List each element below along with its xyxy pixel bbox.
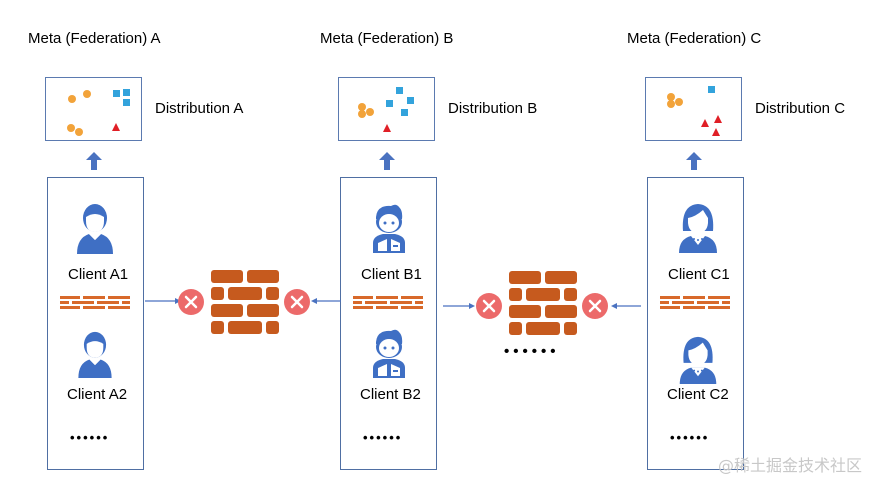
distribution-a-plot xyxy=(67,89,130,136)
orange-point xyxy=(675,98,683,106)
blocked-x-icon xyxy=(178,289,204,315)
blocked-x-icon xyxy=(476,293,502,319)
orange-point xyxy=(667,93,675,101)
left-arrow-icon xyxy=(311,298,341,304)
orange-point xyxy=(68,95,76,103)
blue-square-point xyxy=(113,90,120,97)
distribution-b-label: Distribution B xyxy=(448,100,538,117)
right-arrow-icon xyxy=(145,298,181,304)
blocked-x-icon xyxy=(284,289,310,315)
male-user-icon xyxy=(78,331,112,378)
client-label: Client C1 xyxy=(668,266,730,283)
distribution-b-box xyxy=(338,77,435,141)
small-firewall-icon xyxy=(60,296,130,309)
blocked-x-icon xyxy=(582,293,608,319)
distribution-c-label: Distribution C xyxy=(755,100,846,117)
red-triangle-point xyxy=(701,119,709,127)
male-user-icon xyxy=(77,204,113,254)
blue-square-point xyxy=(708,86,715,93)
orange-point xyxy=(358,110,366,118)
more-clients-ellipsis: •••••• xyxy=(363,430,403,445)
federation-c-title: Meta (Federation) C xyxy=(627,30,762,47)
female-user-icon xyxy=(679,336,717,384)
client-label: Client C2 xyxy=(667,386,729,403)
blue-square-point xyxy=(407,97,414,104)
small-firewall-icon xyxy=(353,296,423,309)
client-label: Client B2 xyxy=(360,386,421,403)
distribution-a-label: Distribution A xyxy=(155,100,244,117)
blue-square-point xyxy=(396,87,403,94)
distribution-c-box xyxy=(645,77,742,141)
up-arrow-icon xyxy=(86,152,102,170)
orange-point xyxy=(67,124,75,132)
federation-a-title: Meta (Federation) A xyxy=(28,30,161,47)
right-arrow-icon xyxy=(443,303,475,309)
boy-user-icon xyxy=(373,329,405,378)
more-federations-ellipsis: •••••• xyxy=(504,343,560,360)
red-triangle-point xyxy=(712,128,720,136)
boy-user-icon xyxy=(373,204,405,253)
distribution-a-box xyxy=(45,77,142,141)
orange-point xyxy=(358,103,366,111)
blue-square-point xyxy=(123,89,130,96)
federation-b-title: Meta (Federation) B xyxy=(320,30,454,47)
blue-square-point xyxy=(386,100,393,107)
distribution-c-plot xyxy=(667,86,722,136)
client-label: Client A2 xyxy=(67,386,128,403)
small-firewall-icon xyxy=(660,296,730,309)
more-clients-ellipsis: •••••• xyxy=(70,430,110,445)
watermark: @稀土掘金技术社区 xyxy=(717,456,862,475)
orange-point xyxy=(75,128,83,136)
orange-point xyxy=(366,108,374,116)
more-clients-ellipsis: •••••• xyxy=(670,430,710,445)
client-label: Client A1 xyxy=(68,266,129,283)
up-arrow-icon xyxy=(379,152,395,170)
red-triangle-point xyxy=(714,115,722,123)
red-triangle-point xyxy=(112,123,120,131)
firewall-icon xyxy=(211,270,279,334)
red-triangle-point xyxy=(383,124,391,132)
up-arrow-icon xyxy=(686,152,702,170)
orange-point xyxy=(83,90,91,98)
left-arrow-icon xyxy=(611,303,641,309)
orange-point xyxy=(667,100,675,108)
blue-square-point xyxy=(123,99,130,106)
female-user-icon xyxy=(679,204,717,253)
distribution-b-plot xyxy=(358,87,414,132)
client-label: Client B1 xyxy=(361,266,422,283)
firewall-icon xyxy=(509,271,577,335)
blue-square-point xyxy=(401,109,408,116)
